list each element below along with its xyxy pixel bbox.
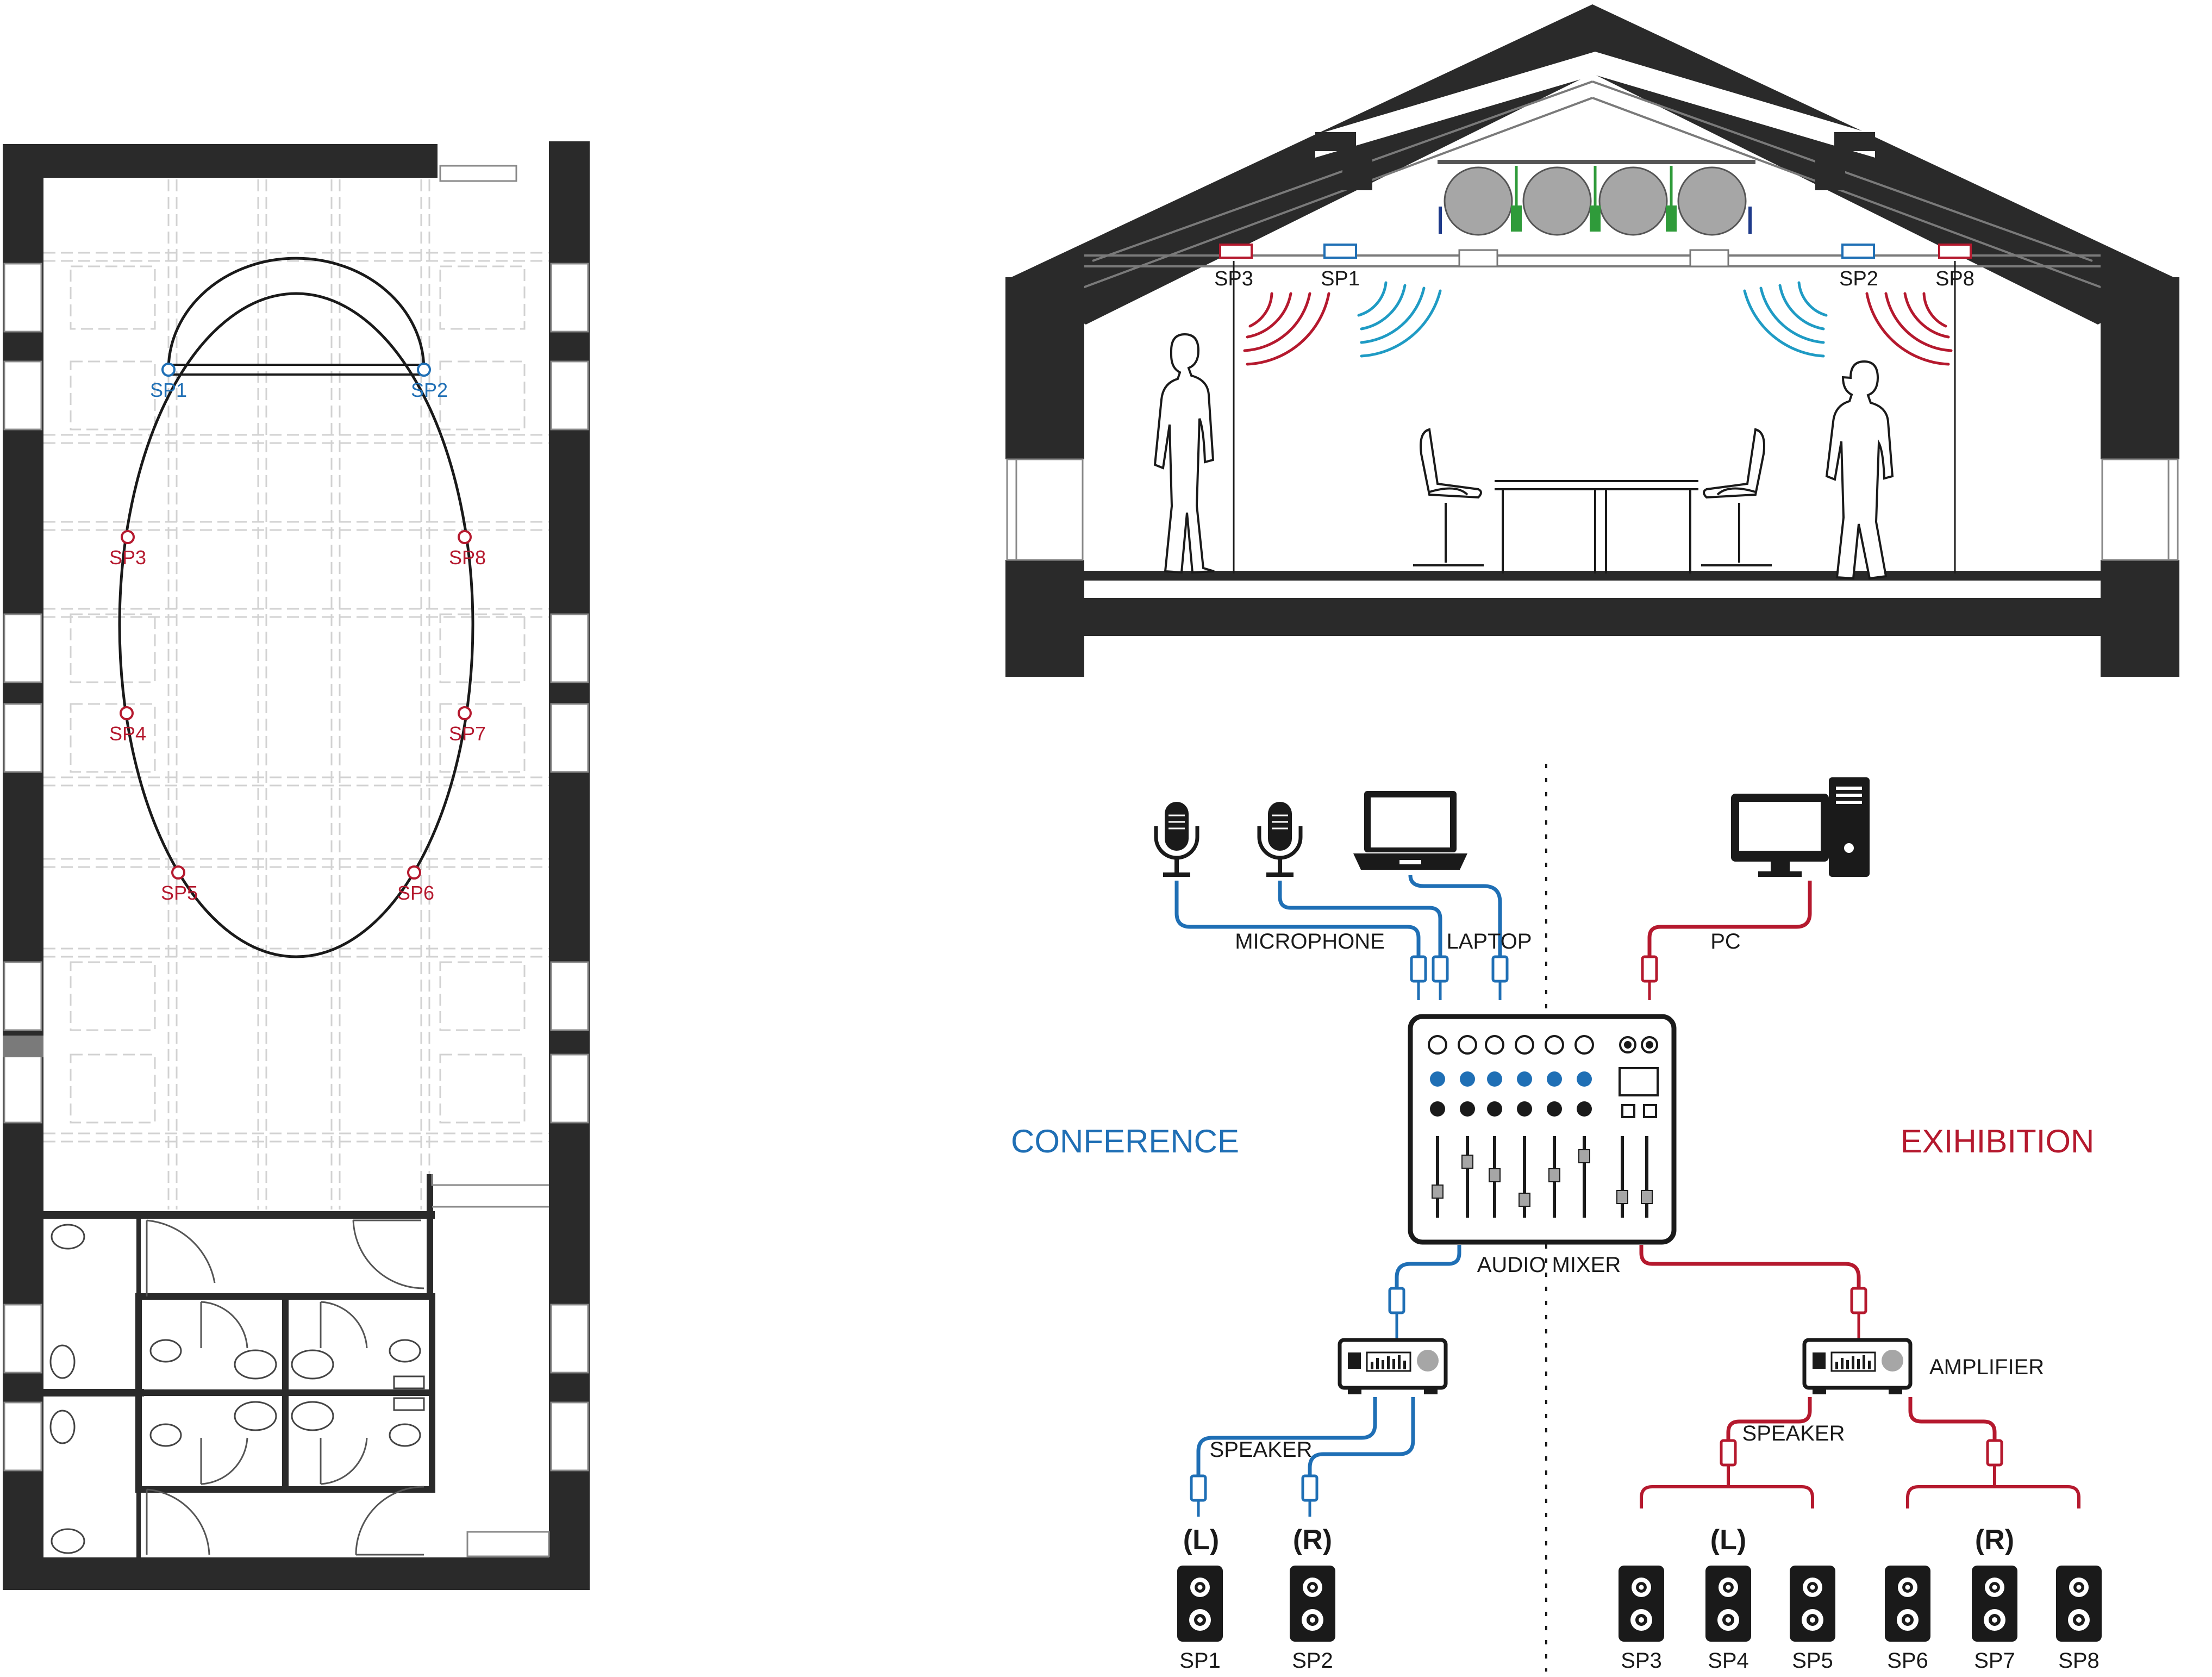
speaker-label: SP6 bbox=[1887, 1649, 1928, 1673]
input-plugs bbox=[1410, 955, 1658, 1000]
section-label-sp1: SP1 bbox=[1321, 267, 1360, 290]
plan-label-sp4: SP4 bbox=[109, 722, 146, 745]
speaker-icon bbox=[1619, 1566, 1664, 1642]
conference-truss bbox=[167, 364, 425, 376]
conference-table bbox=[1495, 480, 1698, 573]
conference-arc bbox=[167, 257, 426, 370]
exhibition-left-channel: (L) bbox=[1710, 1524, 1746, 1556]
conference-right-channel: (R) bbox=[1293, 1524, 1332, 1556]
speaker-label: SP2 bbox=[1292, 1649, 1333, 1673]
speaker-label: SP8 bbox=[2058, 1649, 2099, 1673]
amplifier-icon bbox=[1338, 1338, 1448, 1394]
roof bbox=[1005, 4, 2179, 325]
floor-plan-door-grey bbox=[3, 1036, 43, 1057]
plan-label-sp5: SP5 bbox=[161, 882, 198, 904]
plan-speaker-labels: SP1 SP2 SP3 SP8 SP4 SP7 SP5 SP6 bbox=[109, 379, 486, 904]
plan-label-sp1: SP1 bbox=[150, 379, 187, 401]
building-section: SP3 SP1 SP2 SP8 bbox=[1005, 4, 2179, 677]
person-right bbox=[1825, 360, 1894, 580]
section-label-sp2: SP2 bbox=[1839, 267, 1878, 290]
plan-label-sp2: SP2 bbox=[411, 379, 448, 401]
ceiling-grid bbox=[43, 179, 549, 1210]
speaker-icon bbox=[1290, 1566, 1335, 1642]
conference-title: CONFERENCE bbox=[1011, 1123, 1239, 1159]
plan-label-sp7: SP7 bbox=[449, 722, 486, 745]
sound-waves bbox=[1243, 281, 1953, 366]
plan-label-sp6: SP6 bbox=[397, 882, 434, 904]
conference-left-channel: (L) bbox=[1183, 1524, 1219, 1556]
exhibition-right-channel: (R) bbox=[1975, 1524, 2014, 1556]
mixer-label: AUDIO MIXER bbox=[1477, 1253, 1621, 1277]
exhibition-speaker-label: SPEAKER bbox=[1742, 1422, 1845, 1445]
speaker-label: SP7 bbox=[1974, 1649, 2015, 1673]
audio-mixer-icon bbox=[1408, 1014, 1677, 1245]
speaker-icon bbox=[2056, 1566, 2102, 1642]
microphone-icon bbox=[1154, 802, 1199, 877]
input-cables bbox=[1174, 875, 1812, 957]
microphone-label: MICROPHONE bbox=[1235, 930, 1385, 953]
person-left bbox=[1153, 333, 1215, 574]
speaker-icon bbox=[1177, 1566, 1223, 1642]
speaker-label: SP5 bbox=[1792, 1649, 1833, 1673]
section-speaker-sp3 bbox=[1219, 244, 1253, 259]
speaker-icon bbox=[1790, 1566, 1835, 1642]
laptop-icon bbox=[1353, 791, 1467, 870]
chair-left bbox=[1413, 428, 1484, 566]
section-speaker-sp1 bbox=[1323, 244, 1357, 259]
chair-right bbox=[1701, 428, 1772, 566]
microphone-icon bbox=[1257, 802, 1303, 877]
section-windows bbox=[1006, 458, 2179, 561]
speaker-icon bbox=[1705, 1566, 1751, 1642]
speaker-icon bbox=[1885, 1566, 1930, 1642]
restroom-block bbox=[43, 1174, 549, 1557]
amplifier-label: AMPLIFIER bbox=[1929, 1355, 2044, 1379]
speaker-label: SP1 bbox=[1179, 1649, 1221, 1673]
speaker-icon bbox=[1972, 1566, 2017, 1642]
speaker-row: SP1 SP2 SP3 SP4 SP5 SP6 SP7 SP8 bbox=[1177, 1566, 2102, 1673]
laptop-label: LAPTOP bbox=[1446, 930, 1532, 953]
plan-label-sp8: SP8 bbox=[449, 546, 486, 569]
mixer-output-cables bbox=[1395, 1245, 1861, 1288]
plan-speaker-markers bbox=[120, 363, 472, 880]
av-schematic: CONFERENCE EXIHIBITION bbox=[1011, 764, 2102, 1673]
pc-label: PC bbox=[1710, 930, 1741, 953]
amplifier-icon bbox=[1802, 1338, 1913, 1394]
section-speaker-sp2 bbox=[1841, 244, 1875, 259]
floor-plan-windows bbox=[3, 165, 589, 1557]
exhibition-ellipse bbox=[118, 292, 474, 958]
speaker-label: SP4 bbox=[1708, 1649, 1749, 1673]
subwoofer-rig bbox=[1438, 160, 1755, 236]
plan-label-sp3: SP3 bbox=[109, 546, 146, 569]
speaker-label: SP3 bbox=[1621, 1649, 1662, 1673]
pc-icon bbox=[1731, 777, 1870, 877]
conference-speaker-label: SPEAKER bbox=[1210, 1438, 1313, 1462]
exhibition-title: EXIHIBITION bbox=[1901, 1123, 2095, 1159]
floor-plan: SP1 SP2 SP3 SP8 SP4 SP7 SP5 SP6 bbox=[3, 141, 590, 1590]
section-speaker-sp8 bbox=[1938, 244, 1972, 259]
